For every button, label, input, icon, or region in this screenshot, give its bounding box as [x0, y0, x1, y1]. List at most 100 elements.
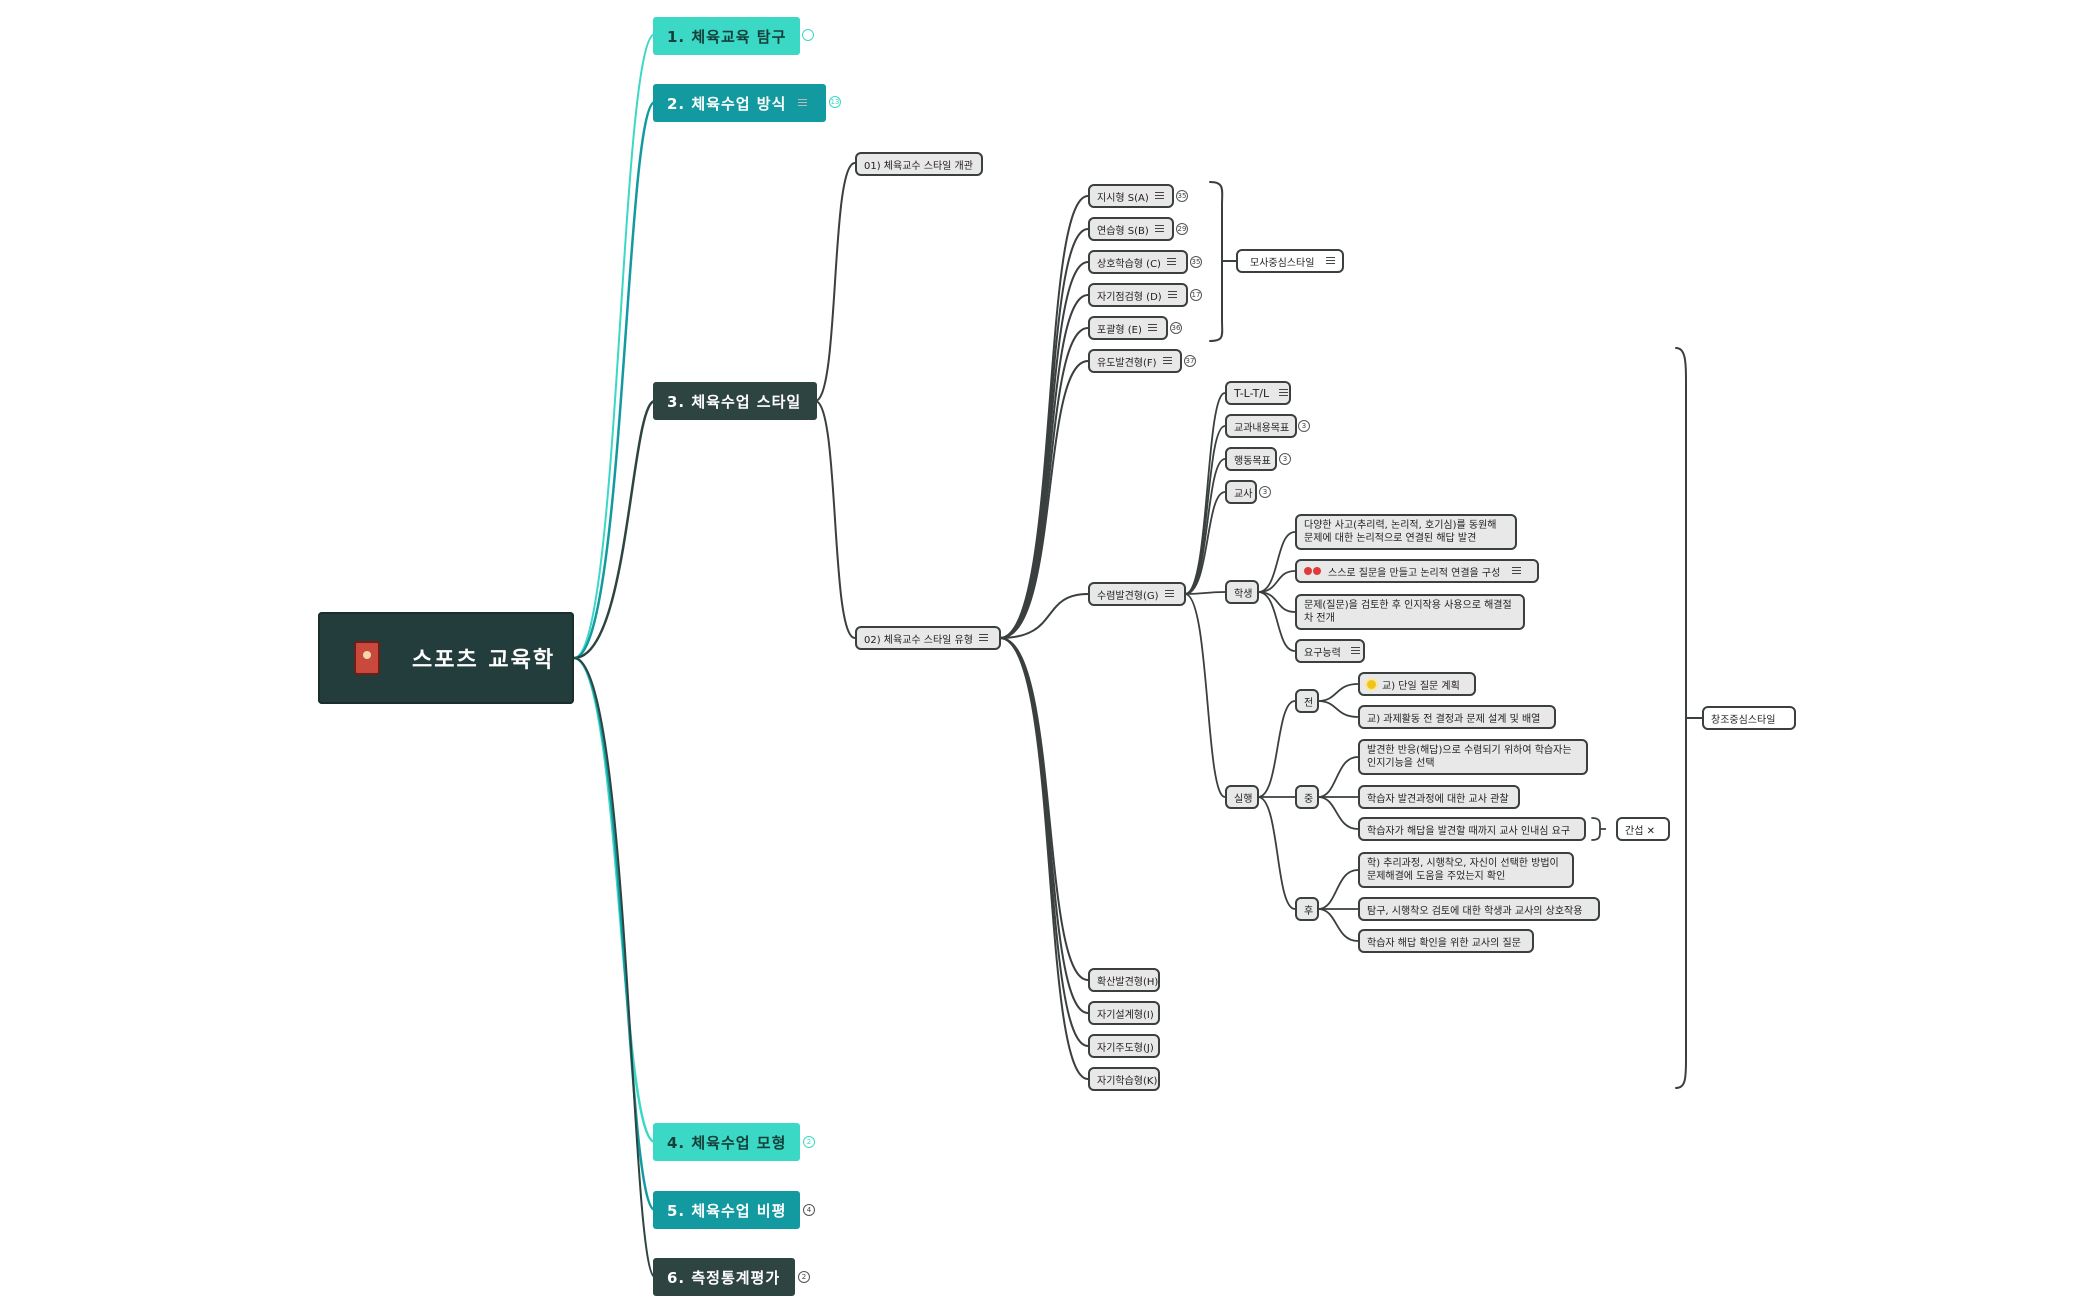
interference-topic[interactable]: 간섭 ✕ — [1616, 817, 1670, 841]
child-count: 17 — [1191, 291, 1201, 299]
main-topic-1[interactable]: 1. 체육교육 탐구 — [653, 17, 800, 55]
collapse-indicator[interactable] — [802, 29, 814, 41]
child-count: 3 — [1282, 455, 1288, 463]
style-c-topic[interactable]: 상호학습형 (C) — [1088, 250, 1188, 274]
style-types-topic[interactable]: 02) 체육교수 스타일 유형 — [855, 626, 1001, 650]
learner-item-3[interactable]: 문제(질문)을 검토한 후 인지작용 사용으로 해결절차 전개 — [1295, 594, 1525, 630]
child-count-badge[interactable]: 13 — [829, 96, 841, 108]
topic-label: 유도발견형(F) — [1097, 357, 1157, 369]
after-item-2[interactable]: 탐구, 시행착오 검토에 대한 학생과 교사의 상호작용 — [1358, 897, 1600, 921]
style-d-topic[interactable]: 자기점검형 (D) — [1088, 283, 1188, 307]
topic-label: 실행 — [1234, 793, 1253, 805]
child-count-badge[interactable]: 2 — [803, 1136, 815, 1148]
child-count-badge[interactable]: 3 — [1298, 420, 1310, 432]
style-j-topic[interactable]: 자기주도형(J) — [1088, 1034, 1160, 1058]
topic-label: 포괄형 (E) — [1097, 324, 1142, 336]
style-h-topic[interactable]: 확산발견형(H) — [1088, 968, 1160, 992]
note-icon — [1164, 590, 1174, 598]
style-overview-topic[interactable]: 01) 체육교수 스타일 개관 — [855, 152, 983, 176]
main-topic-6[interactable]: 6. 측정통계평가 — [653, 1258, 795, 1296]
learner-topic[interactable]: 학생 — [1225, 580, 1259, 604]
child-count-badge[interactable]: 35 — [1190, 256, 1202, 268]
note-icon — [1279, 389, 1288, 397]
topic-label: 스스로 질문을 만들고 논리적 연결을 구성 — [1328, 567, 1501, 579]
note-icon — [1350, 647, 1361, 655]
after-item-1[interactable]: 학) 추리과정, 시행착오, 자신이 선택한 방법이 문제해결에 도움을 주었는… — [1358, 852, 1574, 888]
main-topic-label: 5. 체육수업 비평 — [667, 1201, 787, 1220]
note-icon — [978, 634, 988, 642]
teacher-topic[interactable]: 교사 — [1225, 480, 1257, 504]
main-topic-2[interactable]: 2. 체육수업 방식 — [653, 84, 826, 122]
child-count: 2 — [801, 1273, 807, 1281]
learner-item-1[interactable]: 다양한 사고(추리력, 논리적, 호기심)를 동원해 문제에 대한 논리적으로 … — [1295, 514, 1517, 550]
after-topic[interactable]: 후 — [1295, 897, 1319, 921]
topic-label: 간섭 ✕ — [1625, 825, 1655, 837]
note-icon — [1154, 192, 1164, 200]
notebook-icon — [354, 641, 380, 675]
style-g-topic[interactable]: 수렴발견형(G) — [1088, 582, 1186, 606]
during-item-1[interactable]: 발견한 반응(해답)으로 수렴되기 위하여 학습자는 인지기능을 선택 — [1358, 739, 1588, 775]
note-icon — [1512, 567, 1522, 575]
topic-label: 자기주도형(J) — [1097, 1042, 1154, 1054]
tlt-topic[interactable]: T-L-T/L — [1225, 381, 1291, 405]
learner-item-4[interactable]: 요구능력 — [1295, 639, 1365, 663]
style-f-topic[interactable]: 유도발견형(F) — [1088, 349, 1182, 373]
root-topic-label: 스포츠 교육학 — [412, 648, 556, 673]
during-topic[interactable]: 중 — [1295, 785, 1319, 809]
child-count: 29 — [1177, 225, 1187, 233]
style-e-topic[interactable]: 포괄형 (E) — [1088, 316, 1168, 340]
child-count-badge[interactable]: 29 — [1176, 223, 1188, 235]
during-item-3[interactable]: 학습자가 해답을 발견할 때까지 교사 인내심 요구 — [1358, 817, 1586, 841]
child-count-badge[interactable]: 3 — [1259, 486, 1271, 498]
before-item-1[interactable]: 교) 단일 질문 계획 — [1358, 672, 1476, 696]
topic-label: 교과내용목표 — [1234, 422, 1290, 434]
topic-label: 자기설계형(I) — [1097, 1009, 1154, 1021]
topic-label: 학습자가 해답을 발견할 때까지 교사 인내심 요구 — [1367, 825, 1571, 837]
root-topic[interactable]: 스포츠 교육학 — [318, 612, 574, 704]
child-count-badge[interactable]: 4 — [803, 1204, 815, 1216]
topic-label: 교사 — [1234, 488, 1253, 500]
during-item-2[interactable]: 학습자 발견과정에 대한 교사 관찰 — [1358, 785, 1520, 809]
topic-label: 전 — [1304, 697, 1314, 709]
after-item-3[interactable]: 학습자 해답 확인을 위한 교사의 질문 — [1358, 929, 1534, 953]
behavior-goal-topic[interactable]: 행동목표 — [1225, 447, 1277, 471]
main-topic-5[interactable]: 5. 체육수업 비평 — [653, 1191, 800, 1229]
practice-topic[interactable]: 실행 — [1225, 785, 1259, 809]
main-topic-3[interactable]: 3. 체육수업 스타일 — [653, 382, 817, 420]
creative-cluster-label[interactable]: 창조중심스타일 — [1702, 706, 1796, 730]
topic-label: 자기학습형(K) — [1097, 1075, 1158, 1087]
child-count: 35 — [1177, 192, 1187, 200]
child-count-badge[interactable]: 17 — [1190, 289, 1202, 301]
child-count-badge[interactable]: 36 — [1170, 322, 1182, 334]
topic-label: 교) 단일 질문 계획 — [1382, 680, 1460, 692]
before-item-2[interactable]: 교) 과제활동 전 결정과 문제 설계 및 배열 — [1358, 705, 1556, 729]
main-topic-label: 4. 체육수업 모형 — [667, 1133, 787, 1152]
topic-label: 상호학습형 (C) — [1097, 258, 1161, 270]
child-count-badge[interactable]: 3 — [1279, 453, 1291, 465]
style-b-topic[interactable]: 연습형 S(B) — [1088, 217, 1174, 241]
style-a-topic[interactable]: 지시형 S(A) — [1088, 184, 1174, 208]
note-icon — [1326, 257, 1335, 265]
main-topic-label: 1. 체육교육 탐구 — [667, 27, 787, 46]
style-k-topic[interactable]: 자기학습형(K) — [1088, 1067, 1160, 1091]
child-count-badge[interactable]: 2 — [798, 1271, 810, 1283]
style-i-topic[interactable]: 자기설계형(I) — [1088, 1001, 1160, 1025]
topic-label: 학생 — [1234, 588, 1253, 600]
topic-label: 학) 추리과정, 시행착오, 자신이 선택한 방법이 문제해결에 도움을 주었는… — [1367, 858, 1559, 882]
topic-label: 요구능력 — [1304, 647, 1341, 659]
topic-label: 중 — [1304, 793, 1314, 805]
topic-label: 문제(질문)을 검토한 후 인지작용 사용으로 해결절차 전개 — [1304, 600, 1512, 624]
child-count: 36 — [1171, 324, 1181, 332]
topic-label: 창조중심스타일 — [1711, 714, 1776, 726]
replication-cluster-label[interactable]: 모사중심스타일 — [1236, 249, 1344, 273]
child-count-badge[interactable]: 37 — [1184, 355, 1196, 367]
child-count-badge[interactable]: 35 — [1176, 190, 1188, 202]
before-topic[interactable]: 전 — [1295, 689, 1319, 713]
main-topic-4[interactable]: 4. 체육수업 모형 — [653, 1123, 800, 1161]
topic-label: 교) 과제활동 전 결정과 문제 설계 및 배열 — [1367, 713, 1541, 725]
note-icon — [1167, 291, 1177, 299]
learner-item-2[interactable]: 스스로 질문을 만들고 논리적 연결을 구성 — [1295, 559, 1539, 583]
topic-label: 확산발견형(H) — [1097, 976, 1159, 988]
subject-goal-topic[interactable]: 교과내용목표 — [1225, 414, 1297, 438]
